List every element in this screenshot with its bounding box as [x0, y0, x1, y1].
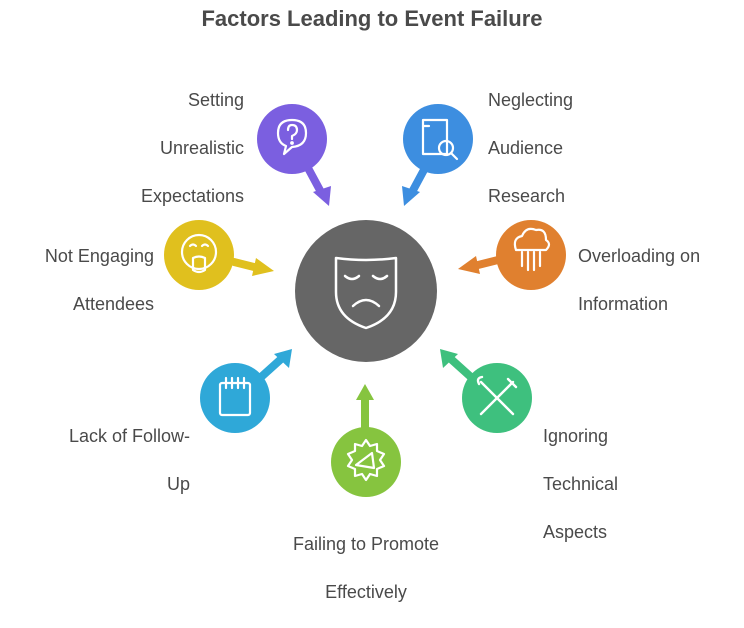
bored-face-icon [180, 233, 218, 274]
arrow-promote [356, 384, 374, 434]
label-line: Information [578, 294, 669, 314]
megaphone-icon [346, 438, 386, 482]
notepad-icon [218, 376, 252, 417]
label-line: Failing to Promote [292, 534, 440, 554]
label-line: Effectively [325, 582, 407, 602]
arrow-information [458, 256, 502, 274]
factor-circle-promote [331, 427, 401, 497]
label-line: Not Engaging [44, 246, 154, 266]
sad-mask-icon [334, 256, 398, 330]
factor-circle-followup [200, 363, 270, 433]
book-search-icon [421, 118, 459, 161]
factor-circle-audience [403, 104, 473, 174]
cloud-network-icon [513, 227, 551, 272]
diagram-title: Factors Leading to Event Failure [201, 6, 543, 31]
factor-circle-expectations [257, 104, 327, 174]
label-line: Research [488, 186, 566, 206]
center-circle [295, 220, 437, 362]
label-line: Up [166, 474, 190, 494]
factor-label-information: Overloading on Information [578, 220, 738, 340]
label-line: Expectations [140, 186, 244, 206]
factor-label-engaging: Not Engaging Attendees [14, 220, 154, 340]
label-line: Lack of Follow- [68, 426, 190, 446]
factor-circle-technical [462, 363, 532, 433]
arrow-engaging [230, 258, 274, 276]
arrow-followup [256, 349, 292, 382]
label-line: Aspects [543, 522, 608, 542]
label-line: Audience [488, 138, 564, 158]
arrow-audience [402, 164, 429, 206]
factor-label-audience: Neglecting Audience Research [488, 64, 638, 232]
question-bubble-icon [276, 118, 308, 156]
tools-icon [476, 375, 518, 416]
arrow-expectations [304, 164, 331, 206]
factor-circle-information [496, 220, 566, 290]
factor-label-technical: Ignoring Technical Aspects [543, 400, 693, 568]
factor-circle-engaging [164, 220, 234, 290]
factor-label-followup: Lack of Follow- Up [30, 400, 190, 520]
factor-label-promote: Failing to Promote Effectively [262, 508, 470, 628]
factor-label-expectations: Setting Unrealistic Expectations [108, 64, 244, 232]
diagram-canvas [164, 104, 566, 497]
label-line: Ignoring [543, 426, 609, 446]
label-line: Attendees [72, 294, 154, 314]
label-line: Technical [543, 474, 619, 494]
label-line: Neglecting [488, 90, 574, 110]
label-line: Unrealistic [159, 138, 244, 158]
label-line: Setting [187, 90, 244, 110]
label-line: Overloading on [578, 246, 701, 266]
arrow-technical [440, 349, 476, 382]
